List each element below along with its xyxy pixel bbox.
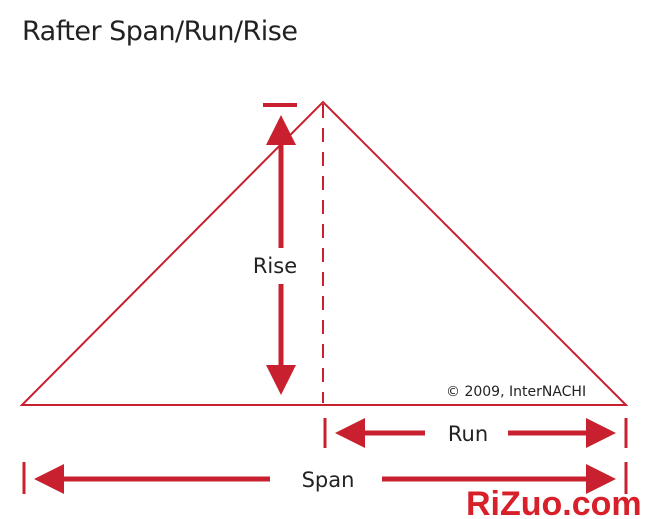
watermark: RiZuo.com — [466, 485, 642, 519]
span-label: Span — [302, 468, 355, 492]
roof-triangle — [19, 100, 629, 406]
copyright-notice: © 2009, InterNACHI — [446, 384, 586, 400]
diagram-title: Rafter Span/Run/Rise — [22, 16, 298, 47]
run-dimension: Run — [323, 418, 628, 448]
rise-dimension: Rise — [248, 103, 302, 395]
run-label: Run — [448, 422, 488, 446]
rise-label: Rise — [253, 254, 297, 278]
span-dimension: Span — [22, 462, 628, 494]
